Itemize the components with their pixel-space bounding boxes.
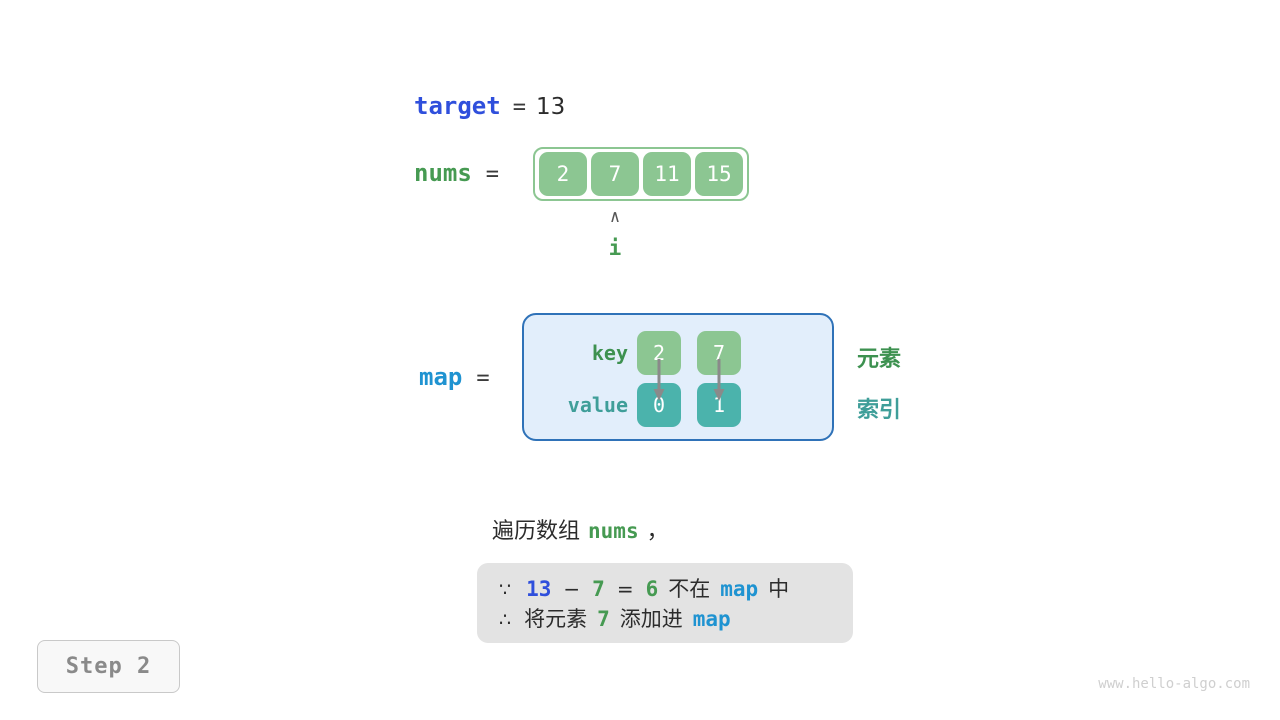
nums-equals-sign: = bbox=[485, 162, 500, 187]
map-side-label-element: 元素 bbox=[857, 347, 902, 372]
description-code-token: nums bbox=[588, 519, 639, 543]
caret-up-icon: ∧ bbox=[609, 207, 621, 227]
therefore-symbol: ∴ bbox=[499, 609, 512, 631]
index-pointer-label: i bbox=[608, 236, 622, 260]
formula-result-value: 6 bbox=[645, 577, 659, 601]
action-add-into-text: 添加进 bbox=[619, 607, 683, 631]
array-cell: 2 bbox=[539, 152, 587, 196]
array-cell: 7 bbox=[591, 152, 639, 196]
explanation-line-2: ∴ 将元素 7 添加进 map bbox=[499, 603, 831, 633]
key-to-value-arrow-icon bbox=[713, 359, 725, 401]
map-value-cell: 1 bbox=[697, 383, 741, 427]
formula-minus-operator: − bbox=[563, 577, 581, 601]
map-value-cell: 0 bbox=[637, 383, 681, 427]
nums-line: nums = bbox=[414, 159, 499, 187]
map-line: map = bbox=[419, 363, 490, 391]
target-value: 13 bbox=[535, 94, 566, 120]
step-badge: Step 2 bbox=[37, 640, 180, 693]
action-map-token: map bbox=[692, 607, 731, 631]
explanation-box: ∵ 13 − 7 = 6 不在 map 中 ∴ 将元素 7 添加进 map bbox=[477, 563, 853, 643]
nums-array-container: 2 7 11 15 bbox=[533, 147, 749, 201]
formula-current-value: 7 bbox=[592, 577, 605, 601]
watermark: www.hello-algo.com bbox=[1098, 676, 1250, 692]
array-cell: 11 bbox=[643, 152, 691, 196]
action-add-element-text: 将元素 bbox=[524, 607, 588, 631]
description-suffix: ， bbox=[646, 519, 669, 544]
target-line: target = 13 bbox=[414, 92, 565, 120]
formula-map-token: map bbox=[720, 577, 759, 601]
map-value-row-label: value bbox=[567, 393, 628, 417]
map-equals-sign: = bbox=[476, 366, 490, 391]
action-element-value: 7 bbox=[597, 607, 610, 631]
formula-equals-operator: = bbox=[616, 577, 634, 601]
description-line: 遍历数组 nums ， bbox=[492, 513, 669, 545]
description-prefix: 遍历数组 bbox=[492, 519, 581, 544]
explanation-line-1: ∵ 13 − 7 = 6 不在 map 中 bbox=[499, 573, 831, 603]
target-equals-sign: = bbox=[512, 95, 526, 120]
formula-in-suffix-text: 中 bbox=[768, 577, 790, 601]
map-side-label-index: 索引 bbox=[857, 398, 902, 423]
target-variable-label: target bbox=[414, 92, 501, 120]
array-cell: 15 bbox=[695, 152, 743, 196]
because-symbol: ∵ bbox=[499, 579, 512, 601]
key-to-value-arrow-icon bbox=[653, 359, 665, 401]
nums-variable-label: nums bbox=[414, 159, 472, 187]
formula-not-in-text: 不在 bbox=[668, 577, 711, 601]
hash-map-container: key value 2 7 0 1 bbox=[522, 313, 834, 441]
index-pointer-group: ∧ i bbox=[590, 208, 640, 262]
formula-target-value: 13 bbox=[526, 577, 552, 601]
map-key-row-label: key bbox=[591, 341, 628, 365]
map-variable-label: map bbox=[419, 363, 463, 391]
